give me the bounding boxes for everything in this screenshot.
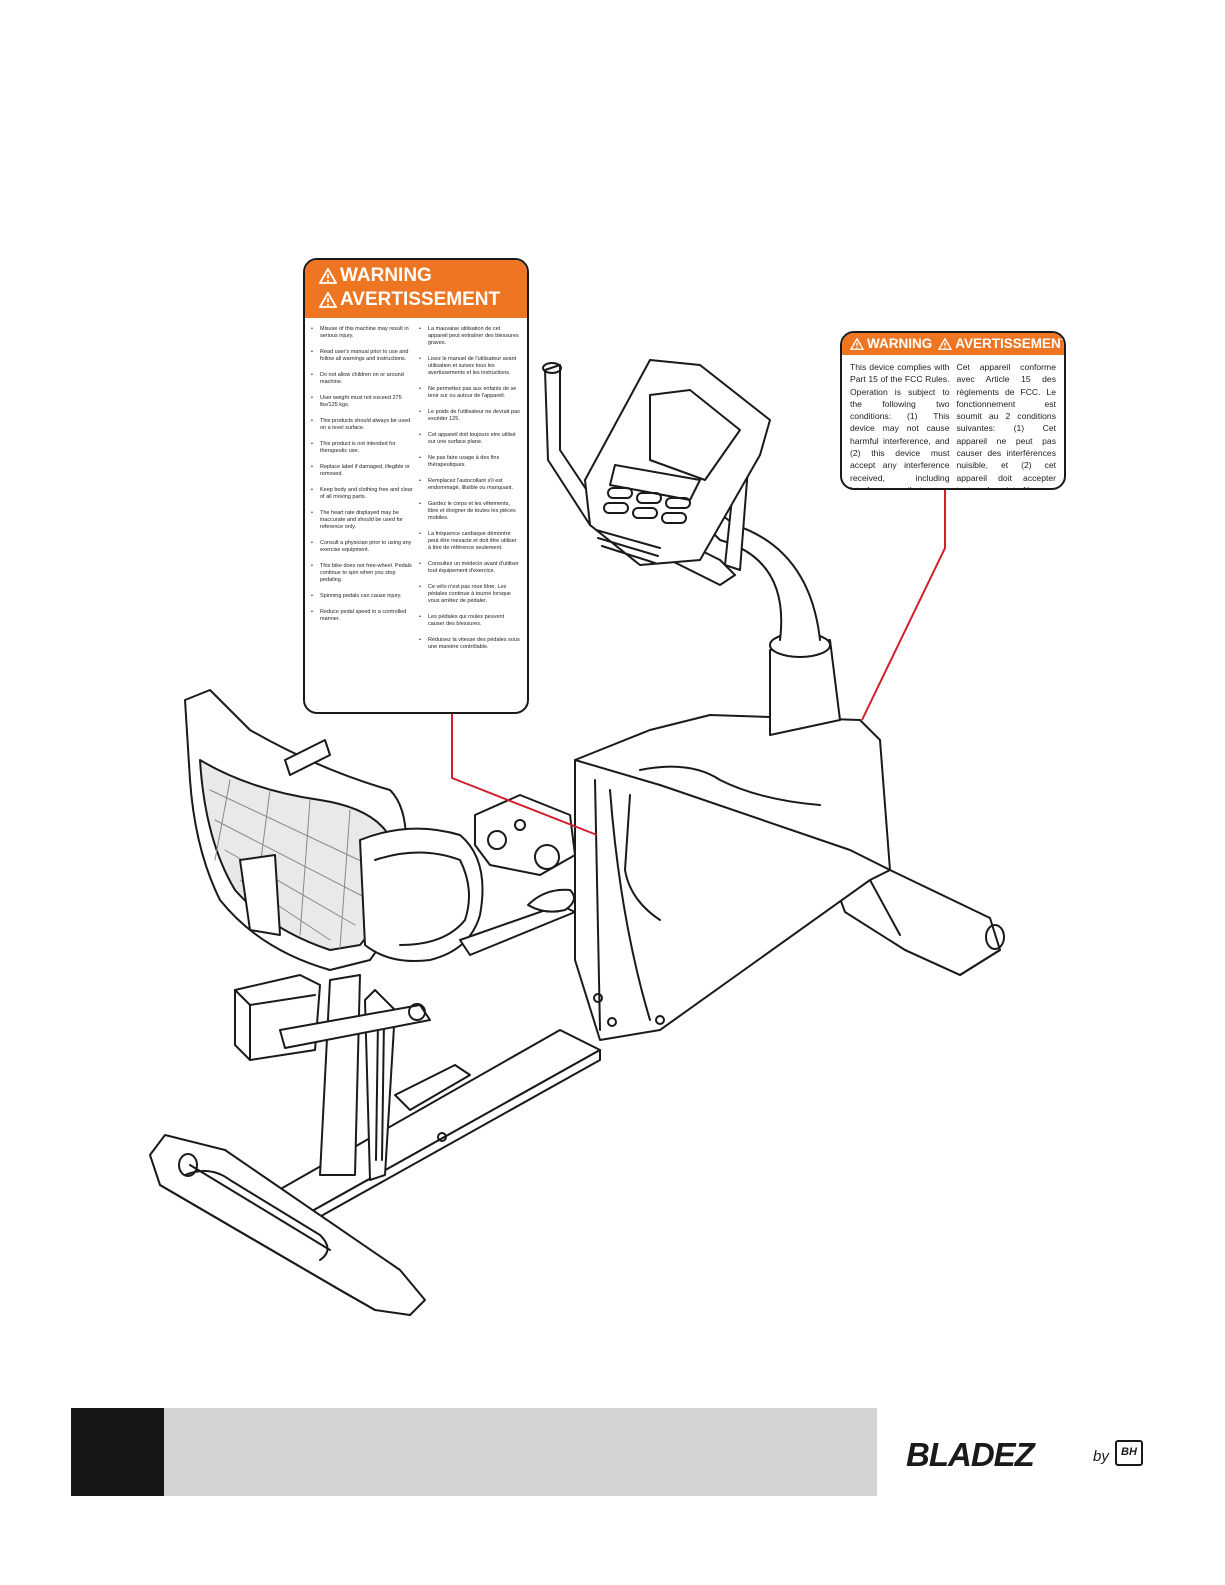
warning-item-en: Consult a physician prior to using any e… <box>311 540 413 554</box>
warning-item-en: Read user's manual prior to use and foll… <box>311 349 413 363</box>
footer-page-number-block <box>71 1408 164 1496</box>
warning-title-en: WARNING <box>867 336 933 351</box>
warning-label-fcc: WARNING AVERTISSEMENT This device compli… <box>840 331 1066 490</box>
seat-backrest <box>184 689 407 971</box>
warning-title-fr: AVERTISSEMENT <box>955 336 1066 351</box>
warning-item-fr: Cet appareil doit toujours etre utilisé … <box>419 432 521 446</box>
warning-item-en: Replace label if damaged, illegible or r… <box>311 464 413 478</box>
warning-item-fr: Consultez un médecin avant d'utiliser to… <box>419 561 521 575</box>
warning-item-en: This products should always be used on a… <box>311 418 413 432</box>
warning-item-en: Do not allow children on or around machi… <box>311 372 413 386</box>
warning-item-en: This product is not intended for therape… <box>311 441 413 455</box>
warning-item-en: Keep body and clothing free and clear of… <box>311 487 413 501</box>
warning-triangle-icon <box>319 292 337 308</box>
warning-item-en: User weight must not exceed 275 lbs/125 … <box>311 395 413 409</box>
warning-item-en: The heart rate displayed may be inaccura… <box>311 510 413 531</box>
logo-by: by <box>1093 1448 1109 1465</box>
left-pedal <box>474 794 576 876</box>
seat-slider <box>234 974 431 1061</box>
leader-line-large <box>451 712 598 836</box>
warning-title-en: WARNING <box>340 265 432 286</box>
console <box>584 359 771 566</box>
front-post <box>699 509 841 736</box>
warning-item-fr: Ce vélo n'est pas roue libre. Les pédale… <box>419 584 521 605</box>
fcc-text-en: This device complies with Part 15 of the… <box>850 362 950 490</box>
seat-cushion <box>359 827 484 962</box>
logo-brand: BLADEZ <box>906 1436 1035 1473</box>
warning-item-fr: Ne pas faire usage à des fins thérapeuti… <box>419 455 521 469</box>
console-buttons <box>603 487 691 524</box>
warning-label-large: WARNING AVERTISSEMENT Misuse of this mac… <box>303 258 529 714</box>
warning-item-fr: La fréquence cardiaque démontré peut êtr… <box>419 531 521 552</box>
warning-item-fr: Les pédales qui roules peuvent causer de… <box>419 614 521 628</box>
warning-item-fr: Réduisez la vitesse des pédales sous une… <box>419 637 521 651</box>
rear-stabilizer <box>149 1134 426 1316</box>
warning-triangle-icon <box>938 337 953 350</box>
bladez-by-bh-logo: BLADEZ by BH <box>906 1438 1146 1472</box>
warning-triangle-icon <box>850 337 864 350</box>
warning-list-fr: La mauvaise utilisation de cet appareil … <box>419 326 521 660</box>
warning-label-header: WARNING AVERTISSEMENT <box>305 260 527 318</box>
warning-item-fr: Le poids de l'utilisateur ne devrait pas… <box>419 409 521 423</box>
warning-item-fr: Gardez le corps et les vêtements, libre … <box>419 501 521 522</box>
warning-item-en: Reduce pedal speed in a controlled manne… <box>311 609 413 623</box>
warning-item-en: Misuse of this machine may result in ser… <box>311 326 413 340</box>
fcc-text-fr: Cet appareil conforme avec Article 15 de… <box>956 362 1057 490</box>
warning-item-en: This bike does not free-wheel. Pedals co… <box>311 563 413 584</box>
logo-bh-mark: BH <box>1115 1440 1143 1466</box>
front-stabilizer <box>834 869 1005 976</box>
warning-item-fr: Remplacez l'autocollant s'il est endomma… <box>419 478 521 492</box>
warning-item-fr: Ne permettez pas aux enfants de se tenir… <box>419 386 521 400</box>
leader-line-small <box>861 490 946 721</box>
warning-label-header: WARNING AVERTISSEMENT <box>842 333 1064 355</box>
side-handles <box>284 739 576 956</box>
warning-list-en: Misuse of this machine may result in ser… <box>311 326 413 660</box>
warning-item-en: Spinning pedals can cause injury. <box>311 593 413 600</box>
warning-item-fr: La mauvaise utilisation de cet appareil … <box>419 326 521 347</box>
warning-title-fr: AVERTISSEMENT <box>340 289 501 310</box>
warning-triangle-icon <box>319 268 337 284</box>
main-frame <box>269 1029 601 1226</box>
warning-item-fr: Lisez le manuel de l'utilisateur avant u… <box>419 356 521 377</box>
footer-bar <box>164 1408 877 1496</box>
body-shroud <box>574 714 891 1041</box>
